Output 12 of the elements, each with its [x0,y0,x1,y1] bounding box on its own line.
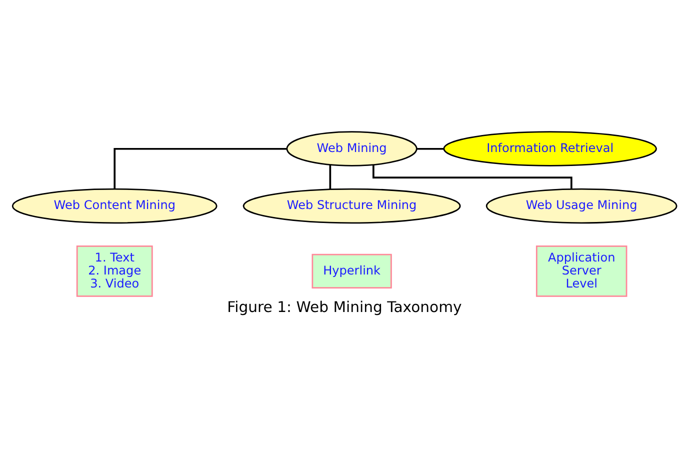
connector [329,164,332,189]
node-ellipse: Information Retrieval [443,130,657,166]
node-box: Application Server Level [536,244,628,296]
caption: Figure 1: Web Mining Taxonomy [227,298,462,316]
connector [416,147,444,150]
node-ellipse: Web Mining [286,130,418,166]
node-ellipse: Web Usage Mining [486,188,678,224]
node-box: Hyperlink [312,253,392,288]
connector [114,147,287,188]
node-ellipse: Web Content Mining [12,188,218,224]
node-box: 1. Text 2. Image 3. Video [76,244,153,296]
node-ellipse: Web Structure Mining [242,188,461,224]
